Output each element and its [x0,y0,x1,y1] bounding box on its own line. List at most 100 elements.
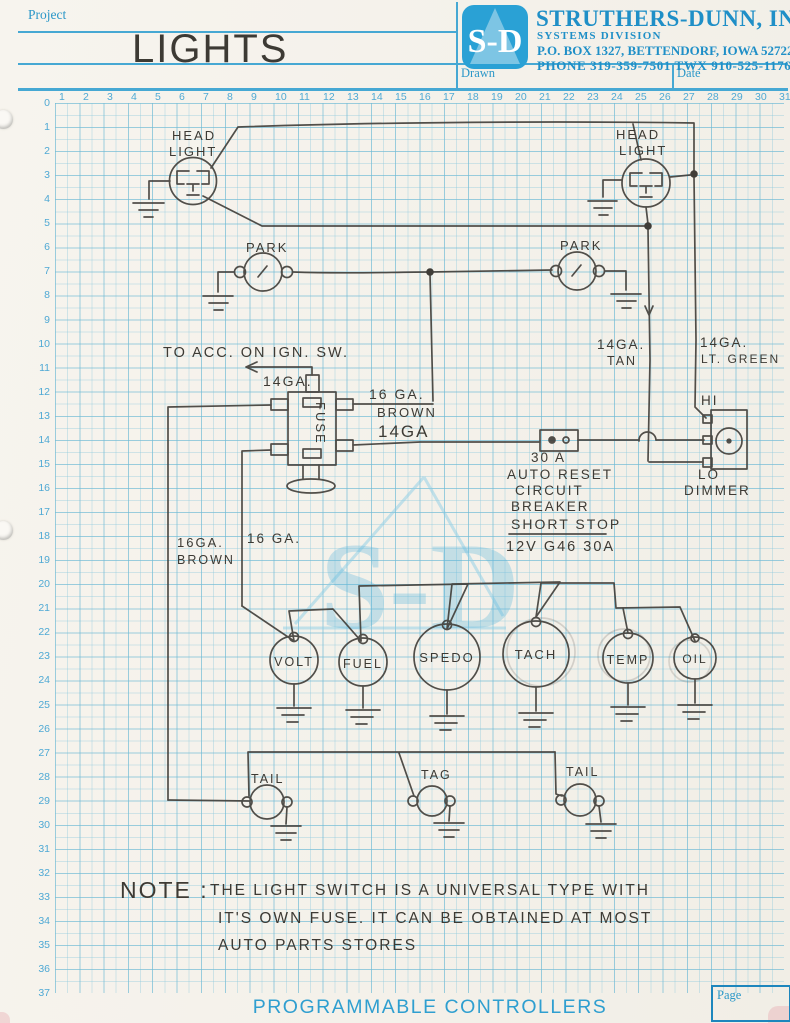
wire-tail-bus [247,751,556,797]
label-headlight-right-2: LIGHT [619,143,667,158]
label-gauge-temp: TEMP [607,653,650,667]
ruler-row-number: 22 [38,626,50,639]
headlight-left-filaments [176,170,210,196]
wire-park-bus [292,269,553,274]
ruler-col-number: 5 [155,91,161,103]
ruler-col-number: 10 [275,91,287,103]
note-line-2: IT'S OWN FUSE. IT CAN BE OBTAINED AT MOS… [218,910,652,927]
hole-punch-top [0,110,13,129]
wire-gauge-feed [446,581,561,630]
ruler-col-number: 4 [131,91,137,103]
ruler-row-number: 9 [44,313,50,326]
ruler-col-number: 16 [419,91,431,103]
wire [398,752,415,797]
ruler-row-number: 35 [38,939,50,952]
ruler-col-number: 22 [563,91,575,103]
wire-gauge-feed [535,582,696,642]
label-shortstop-2: 12V G46 30A [506,539,615,555]
ruler-col-number: 17 [443,91,455,103]
ruler-row-number: 16 [38,481,50,494]
ruler-row-number: 1 [44,121,50,134]
ruler-row-number: 28 [38,770,50,783]
ruler-col-number: 27 [683,91,695,103]
drawn-label: Drawn [461,66,496,80]
label-16ga-right: 16 GA. [369,386,425,402]
ruler-row-number: 36 [38,963,50,976]
wire-lt-green [693,176,707,419]
label-tail-right: TAIL [566,765,599,779]
ground-symbol [585,805,617,839]
ruler-row-number: 26 [38,722,50,735]
label-tag: TAG [421,768,452,782]
park-right-symbol [557,251,597,291]
ruler-row-number: 2 [44,145,50,158]
ruler-row-number: 7 [44,265,50,278]
label-ignition-note: TO ACC. ON IGN. SW. [163,345,349,361]
label-dimmer-lo: LO [698,467,720,482]
note-label: NOTE : [120,877,209,903]
label-gauge-volt: VOLT [274,655,314,669]
ruler-col-number: 8 [227,91,233,103]
ground-symbol [132,202,165,218]
label-fuse: FUSE [313,402,328,445]
ruler-row-number: 19 [38,554,50,567]
header-divider [456,2,458,89]
label-16ga-left-2: BROWN [177,553,235,567]
graph-paper-grid [55,103,784,993]
ruler-row-number: 4 [44,193,50,206]
date-label: Date [677,66,701,80]
label-ltgreen-1: 14GA. [700,335,748,350]
wire-16ga-gauges [241,449,272,607]
ruler-row-number: 8 [44,289,50,302]
label-headlight-left-2: LIGHT [169,144,217,159]
ruler-row-number: 37 [38,987,50,1000]
wire [632,123,642,161]
ruler-row-number: 13 [38,409,50,422]
label-tan-2: TAN [607,354,637,368]
watermark-text: S-D [320,518,520,655]
ruler-row-number: 17 [38,506,50,519]
headlight-right-filaments [629,172,663,198]
ruler-col-number: 7 [203,91,209,103]
company-address: P.O. BOX 1327, BETTENDORF, IOWA 52722 [537,43,790,58]
ruler-col-number: 19 [491,91,503,103]
wire-tan [647,228,651,462]
ruler-row-number: 25 [38,698,50,711]
ruler-col-number: 23 [587,91,599,103]
ruler-row-number: 21 [38,602,50,615]
wire [148,180,171,200]
label-dimmer-hi: HI [701,393,719,408]
wire-highbeam-top [210,121,695,174]
note-line-1: THE LIGHT SWITCH IS A UNIVERSAL TYPE WIT… [210,882,650,899]
ruler-col-number: 14 [371,91,383,103]
ruler-col-number: 18 [467,91,479,103]
wire [554,751,563,797]
arrowhead [245,361,258,373]
drawn-date-divider [672,63,674,89]
wire [602,179,623,198]
ruler-col-number: 24 [611,91,623,103]
ground-symbol [202,295,234,311]
label-gauge-oil: OIL [682,652,707,666]
wire-lowbeam [202,195,649,227]
label-gauge-tach: TACH [515,647,557,662]
logo-triangle-icon [470,8,520,64]
watermark-logo: S-D [283,476,520,655]
ruler-row-number: 18 [38,530,50,543]
arrowhead [644,305,654,316]
wire-gauge-feed [288,608,362,642]
ruler-col-number: 15 [395,91,407,103]
ruler-row-number: 32 [38,866,50,879]
ruler-col-number: 11 [299,91,310,103]
ruler-row-number: 23 [38,650,50,663]
ruler-col-number: 20 [515,91,527,103]
pencil-wiring [132,121,748,841]
label-breaker-4: BREAKER [511,499,590,514]
ruler-col-number: 1 [59,91,65,103]
ruler-row-number: 20 [38,578,50,591]
wire-hop [638,431,657,442]
ruler-row-number: 31 [38,842,50,855]
project-title-handwritten: LIGHTS [132,27,288,71]
